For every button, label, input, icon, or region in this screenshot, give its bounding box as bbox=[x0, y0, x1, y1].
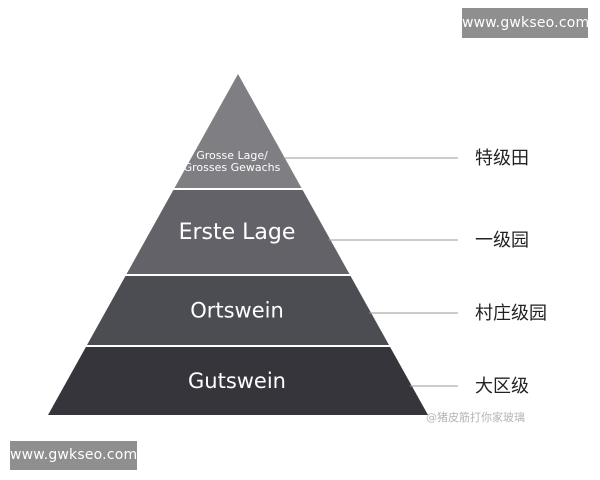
tier-1-label-line-2: Grosses Gewachs bbox=[184, 161, 281, 174]
watermark-top: www.gwkseo.com bbox=[462, 8, 589, 38]
pyramid-tier-4 bbox=[48, 347, 428, 415]
pyramid-tier-2 bbox=[126, 190, 350, 274]
watermark-bottom: www.gwkseo.com bbox=[10, 441, 137, 470]
tier-4-label-line-1: Gutswein bbox=[188, 369, 286, 393]
tier-4-side-label: 大区级 bbox=[475, 376, 529, 397]
tier-3-side-label: 村庄级园 bbox=[475, 303, 547, 324]
pyramid-tier-1 bbox=[174, 74, 302, 188]
tier-2-label-line-1: Erste Lage bbox=[179, 220, 296, 245]
pyramid-tier-3 bbox=[87, 276, 389, 345]
tier-3-label-line-1: Ortswein bbox=[190, 299, 284, 323]
tier-2-side-label: 一级园 bbox=[475, 230, 529, 251]
source-credit-text: @猪皮筋打你家玻璃 bbox=[426, 411, 525, 424]
tier-1-label-line-1: Grosse Lage/ bbox=[196, 149, 268, 162]
source-credit: @猪皮筋打你家玻璃 bbox=[426, 409, 525, 425]
tier-1-side-label: 特级田 bbox=[475, 148, 529, 169]
